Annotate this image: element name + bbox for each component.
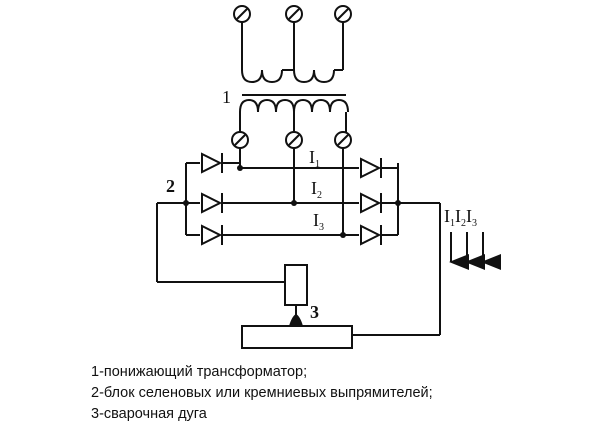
diodes (201, 152, 382, 246)
label-arc: 3 (310, 302, 319, 322)
current-arrows (449, 232, 501, 270)
primary-terminals (233, 5, 352, 70)
label-rectifier: 2 (166, 176, 175, 196)
welding-arc (289, 314, 303, 326)
junction-dots (183, 165, 401, 238)
current-label-i1: I1 (309, 147, 320, 170)
welding-rectifier-circuit: 1 2 3 I1 I2 I3 I1I2I3 (156, 5, 501, 349)
legend-item-transformer: 1-понижающий трансформатор; (91, 364, 308, 380)
legend: 1-понижающий трансформатор; 2-блок селен… (91, 362, 433, 425)
rectifier-bridge (157, 162, 440, 236)
output-current-labels: I1I2I3 (444, 206, 477, 229)
legend-item-arc: 3-сварочная дуга (91, 406, 207, 422)
output-circuit (156, 203, 441, 336)
electrode-holder (284, 264, 308, 306)
secondary-winding (239, 98, 349, 132)
secondary-terminals (231, 131, 352, 149)
workpiece (241, 325, 353, 349)
legend-item-rectifier: 2-блок селеновых или кремниевых выпрямит… (91, 385, 433, 401)
label-transformer: 1 (222, 87, 231, 107)
current-label-i2: I2 (311, 178, 322, 201)
current-label-i3: I3 (313, 210, 324, 233)
primary-winding (241, 69, 343, 84)
